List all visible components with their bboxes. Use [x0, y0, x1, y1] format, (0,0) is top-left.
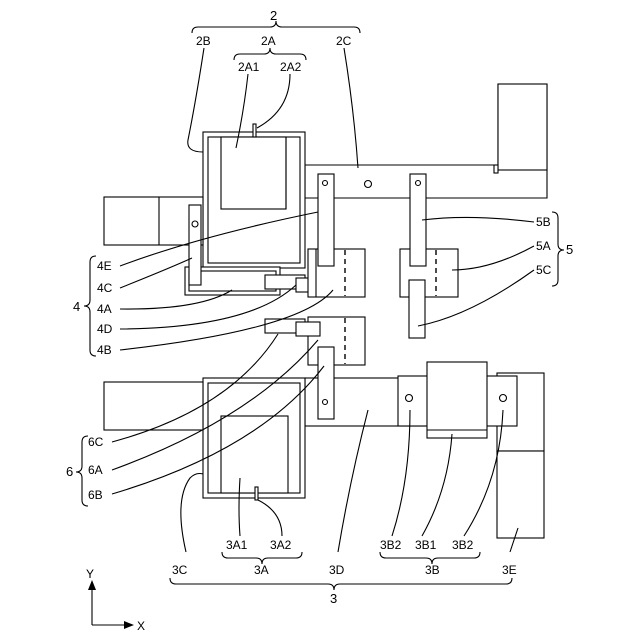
leader-3C [181, 474, 203, 553]
post-5C [409, 280, 425, 338]
pin-3A2 [255, 487, 258, 500]
block-3B1 [427, 362, 487, 438]
end-block-2C [498, 84, 547, 170]
label-3B2-left: 3B2 [380, 538, 402, 552]
label-6: 6 [66, 464, 73, 479]
leader-3B1 [422, 434, 452, 536]
brace-3 [170, 578, 512, 590]
left-block-upper [104, 197, 203, 245]
post-6B [318, 347, 334, 419]
label-3A: 3A [254, 563, 269, 577]
leader-3B2a [392, 410, 410, 536]
leader-2A2 [257, 74, 290, 128]
block-3E-lower [497, 451, 544, 538]
label-3A2: 3A2 [270, 538, 292, 552]
leader-5A [452, 246, 534, 270]
label-3B2-right: 3B2 [452, 538, 474, 552]
leader-2C [344, 48, 358, 168]
notch-2C [494, 165, 498, 173]
label-4C: 4C [97, 281, 113, 295]
leader-lines [112, 48, 534, 552]
label-3: 3 [330, 591, 337, 606]
post-4E [318, 174, 334, 266]
label-5A: 5A [536, 239, 551, 253]
plate-4A-inner [189, 271, 276, 291]
label-3B1: 3B1 [415, 538, 437, 552]
label-6B: 6B [88, 488, 103, 502]
left-block-lower [104, 382, 203, 430]
leader-3A1 [239, 478, 240, 536]
label-2: 2 [270, 8, 277, 23]
brace-2A [234, 48, 306, 60]
block-3A [221, 416, 288, 493]
label-4D: 4D [97, 322, 113, 336]
block-2A [221, 137, 286, 209]
label-3D: 3D [329, 563, 345, 577]
leader-5B [422, 217, 534, 222]
label-3A1: 3A1 [226, 538, 248, 552]
label-2B: 2B [196, 34, 211, 48]
label-5C: 5C [536, 263, 552, 277]
leader-3D [338, 410, 368, 552]
pin-2A2 [253, 124, 256, 137]
label-6A: 6A [88, 463, 103, 477]
mechanism-5 [400, 174, 458, 338]
label-2A1: 2A1 [238, 60, 260, 74]
axis-y-label: Y [86, 567, 94, 581]
label-6C: 6C [88, 435, 104, 449]
label-2A: 2A [261, 34, 276, 48]
brace-4 [84, 256, 96, 356]
axis-y-arrow [88, 580, 96, 590]
leader-3A2 [258, 500, 282, 536]
leader-2B [188, 48, 204, 152]
brace-6 [76, 436, 88, 506]
axis-indicator: Y X [86, 567, 145, 633]
label-5: 5 [566, 242, 573, 257]
bar-4C [189, 205, 201, 285]
label-3B: 3B [425, 563, 440, 577]
label-2A2: 2A2 [280, 60, 302, 74]
label-2C: 2C [336, 34, 352, 48]
axis-x-arrow [124, 621, 134, 629]
label-3C: 3C [172, 563, 188, 577]
label-4E: 4E [97, 259, 112, 273]
label-4A: 4A [97, 302, 112, 316]
brace-5 [552, 212, 564, 286]
tab-6C [296, 322, 320, 336]
axis-x-label: X [137, 619, 145, 633]
label-5B: 5B [536, 215, 551, 229]
label-4B: 4B [97, 343, 112, 357]
label-4: 4 [73, 299, 80, 314]
braces [76, 21, 564, 590]
label-3E: 3E [502, 563, 517, 577]
